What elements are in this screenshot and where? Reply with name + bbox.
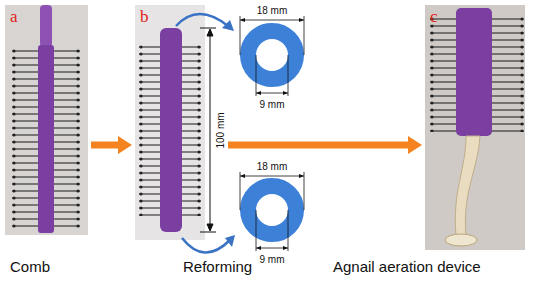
photo-panel: aComb	[5, 5, 88, 235]
comb-photo	[5, 5, 88, 235]
panel-caption: Agnail aeration device	[333, 258, 481, 275]
dimension-label: 18 mm	[256, 5, 289, 16]
panel-letter: b	[140, 7, 149, 27]
dimension-label: 9 mm	[259, 254, 286, 265]
flow-arrow	[228, 136, 422, 154]
panel-letter: a	[10, 7, 18, 27]
dimension-line	[200, 28, 216, 232]
dimension-label: 18 mm	[256, 161, 289, 172]
photo-panel: cAgnail aeration device	[425, 5, 525, 250]
panel-caption: Reforming	[183, 258, 252, 275]
ring-section	[240, 172, 304, 251]
ring-section	[240, 16, 304, 96]
photo-panel: bReforming	[135, 5, 225, 240]
dimension-label: 100 mm	[215, 111, 226, 149]
callout-arrow	[176, 14, 230, 253]
panel-caption: Comb	[10, 258, 50, 275]
dimension-label: 9 mm	[259, 99, 286, 110]
arrowhead	[225, 235, 235, 247]
brush-photo	[135, 5, 205, 240]
arrowhead	[222, 20, 234, 31]
flow-arrow	[91, 136, 132, 154]
panel-letter: c	[430, 7, 438, 27]
device-photo	[425, 5, 525, 250]
